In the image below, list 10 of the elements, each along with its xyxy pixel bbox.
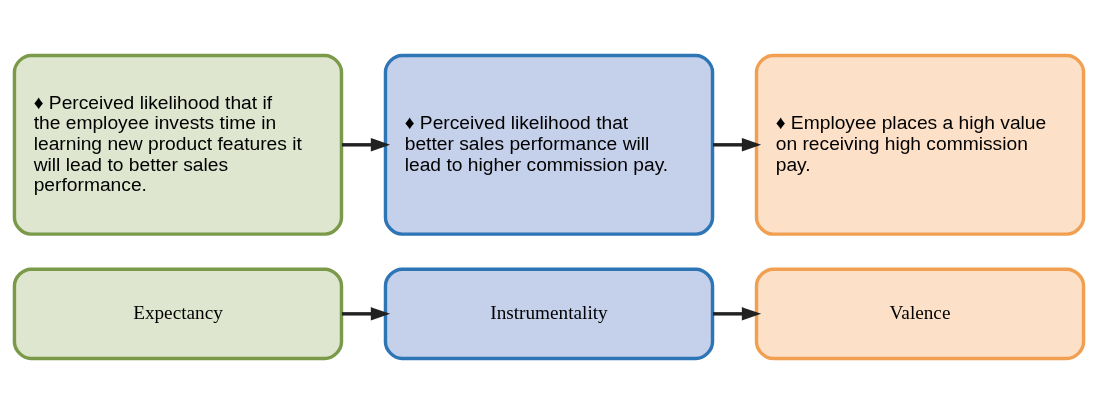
node-box: ♦ Perceived likelihood that if the employee invests time in learning new product features it will lead to better sales performance.: [12, 53, 344, 236]
node-box: Valence: [754, 266, 1086, 360]
arrow: [713, 306, 762, 321]
arrow: [713, 137, 762, 152]
node-box: Instrumentality: [383, 266, 715, 360]
arrow: [341, 137, 391, 152]
arrow: [341, 306, 391, 321]
node-box: Expectancy: [12, 266, 344, 360]
node-box: ♦ Employee places a high value on receiving high commission pay.: [754, 53, 1086, 236]
node-box: ♦ Perceived likelihood that better sales performance will lead to higher commission pay.: [383, 53, 715, 236]
